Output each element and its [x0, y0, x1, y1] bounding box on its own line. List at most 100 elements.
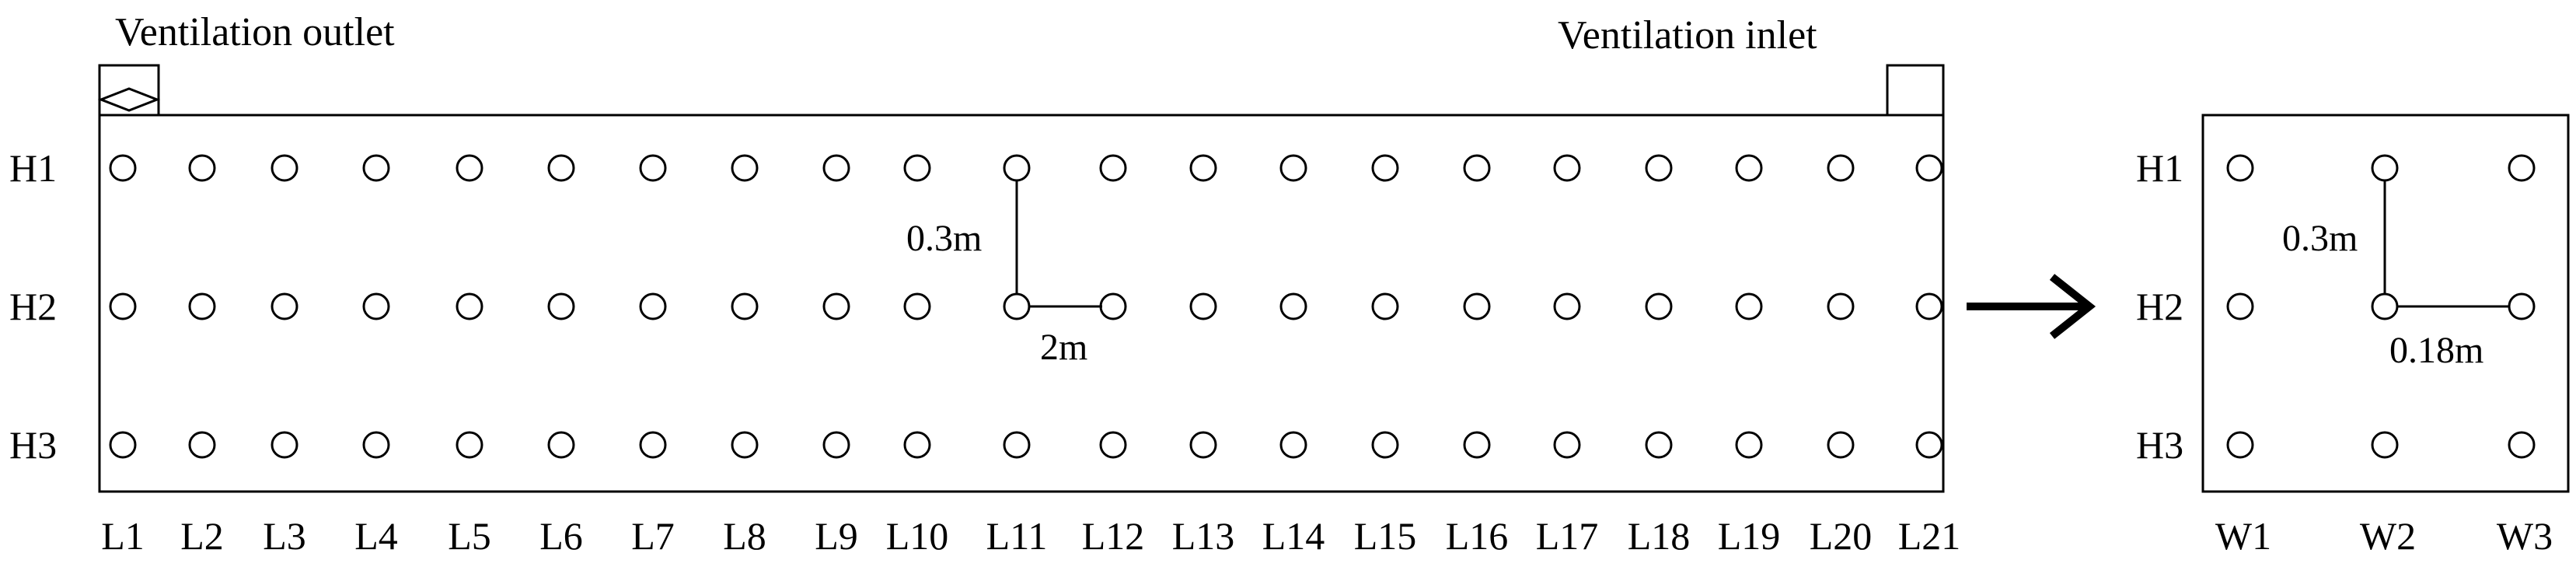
- measurement-point-h2-l17: [1553, 292, 1581, 320]
- column-label-l3: L3: [263, 514, 306, 558]
- measurement-point-h2-l2: [188, 292, 216, 320]
- cross-section-point-h2-w2: [2371, 292, 2399, 320]
- measurement-point-h2-l14: [1279, 292, 1307, 320]
- measurement-point-h3-l14: [1279, 431, 1307, 459]
- measurement-point-h1-l9: [822, 154, 850, 182]
- measurement-point-h3-l4: [362, 431, 390, 459]
- measurement-point-h3-l5: [456, 431, 483, 459]
- column-label-l19: L19: [1718, 514, 1781, 558]
- cross-section-row-label-h1: H1: [2136, 146, 2183, 190]
- measurement-point-h3-l13: [1189, 431, 1217, 459]
- measurement-point-h3-l6: [547, 431, 575, 459]
- measurement-point-h2-l8: [731, 292, 759, 320]
- measurement-point-h1-l14: [1279, 154, 1307, 182]
- arrow-right-icon: [2049, 274, 2096, 339]
- cross-section-point-h3-w1: [2226, 431, 2254, 459]
- column-label-l14: L14: [1262, 514, 1325, 558]
- measurement-point-h3-l10: [903, 431, 931, 459]
- column-label-l5: L5: [448, 514, 491, 558]
- cross-section-outline: [2201, 114, 2570, 493]
- row-label-h2: H2: [9, 285, 57, 328]
- cross-section-column-label-w2: W2: [2360, 514, 2416, 558]
- measurement-point-h1-l11: [1003, 154, 1031, 182]
- column-label-l11: L11: [986, 514, 1048, 558]
- measurement-point-h1-l19: [1735, 154, 1763, 182]
- measurement-point-h2-l7: [639, 292, 667, 320]
- cross-section-point-h1-w3: [2508, 154, 2536, 182]
- measurement-point-h3-l17: [1553, 431, 1581, 459]
- measurement-point-h1-l6: [547, 154, 575, 182]
- measurement-point-h3-l16: [1463, 431, 1491, 459]
- measurement-point-h2-l12: [1099, 292, 1127, 320]
- measurement-point-h2-l6: [547, 292, 575, 320]
- outlet-box: [98, 64, 160, 117]
- measurement-point-h3-l18: [1645, 431, 1673, 459]
- measurement-point-h1-l5: [456, 154, 483, 182]
- column-label-l8: L8: [723, 514, 766, 558]
- cross-section-column-label-w1: W1: [2215, 514, 2271, 558]
- measurement-point-h1-l17: [1553, 154, 1581, 182]
- cross-section-point-h3-w2: [2371, 431, 2399, 459]
- measurement-point-h3-l3: [271, 431, 298, 459]
- side-vertical-dimension-label: 0.3m: [2282, 218, 2358, 259]
- ventilation-outlet-label: Ventilation outlet: [115, 10, 395, 54]
- measurement-point-h2-l19: [1735, 292, 1763, 320]
- cross-section-point-h1-w1: [2226, 154, 2254, 182]
- column-label-l1: L1: [101, 514, 145, 558]
- measurement-point-h1-l16: [1463, 154, 1491, 182]
- cross-section-column-labels: W1 W2 W3: [2215, 514, 2553, 558]
- tunnel-outline: [98, 114, 1945, 493]
- measurement-point-h1-l20: [1827, 154, 1855, 182]
- column-label-l20: L20: [1810, 514, 1873, 558]
- column-label-l15: L15: [1354, 514, 1417, 558]
- measurement-point-h2-l18: [1645, 292, 1673, 320]
- measurement-point-h1-l18: [1645, 154, 1673, 182]
- measurement-point-h1-l2: [188, 154, 216, 182]
- measurement-point-h1-l1: [109, 154, 137, 182]
- measurement-point-h1-l10: [903, 154, 931, 182]
- measurement-point-h3-l8: [731, 431, 759, 459]
- measurement-point-h3-l12: [1099, 431, 1127, 459]
- cross-section-point-h1-w2: [2371, 154, 2399, 182]
- column-label-l6: L6: [539, 514, 583, 558]
- inlet-box: [1886, 64, 1945, 117]
- measurement-point-h2-l5: [456, 292, 483, 320]
- column-label-l13: L13: [1172, 514, 1235, 558]
- cross-section-point-h2-w3: [2508, 292, 2536, 320]
- measurement-point-h2-l1: [109, 292, 137, 320]
- measurement-point-h2-l11: [1003, 292, 1031, 320]
- column-label-l17: L17: [1536, 514, 1599, 558]
- measurement-point-h3-l20: [1827, 431, 1855, 459]
- cross-section-point-h3-w3: [2508, 431, 2536, 459]
- side-horizontal-dimension-label: 0.18m: [2389, 330, 2484, 371]
- ventilation-inlet-label: Ventilation inlet: [1558, 13, 1817, 58]
- measurement-point-h2-l4: [362, 292, 390, 320]
- measurement-point-h2-l3: [271, 292, 298, 320]
- measurement-point-h2-l13: [1189, 292, 1217, 320]
- cross-section-row-label-h3: H3: [2136, 423, 2183, 467]
- column-label-l4: L4: [354, 514, 398, 558]
- measurement-point-h2-l20: [1827, 292, 1855, 320]
- row-label-h1: H1: [9, 146, 57, 190]
- column-label-l10: L10: [886, 514, 949, 558]
- measurement-point-h3-l15: [1371, 431, 1399, 459]
- row-label-h3: H3: [9, 423, 57, 467]
- measurement-point-h1-l8: [731, 154, 759, 182]
- cross-section-column-label-w3: W3: [2497, 514, 2553, 558]
- measurement-point-h1-l21: [1915, 154, 1943, 182]
- column-label-l9: L9: [815, 514, 858, 558]
- measurement-point-h2-l9: [822, 292, 850, 320]
- main-horizontal-dimension-label: 2m: [1040, 327, 1087, 368]
- measurement-point-h1-l13: [1189, 154, 1217, 182]
- column-label-l16: L16: [1446, 514, 1509, 558]
- measurement-point-h3-l7: [639, 431, 667, 459]
- measurement-point-h2-l16: [1463, 292, 1491, 320]
- measurement-point-h2-l15: [1371, 292, 1399, 320]
- main-vertical-dimension-label: 0.3m: [906, 218, 982, 259]
- measurement-point-h1-l4: [362, 154, 390, 182]
- main-measurement-points: [109, 154, 1943, 459]
